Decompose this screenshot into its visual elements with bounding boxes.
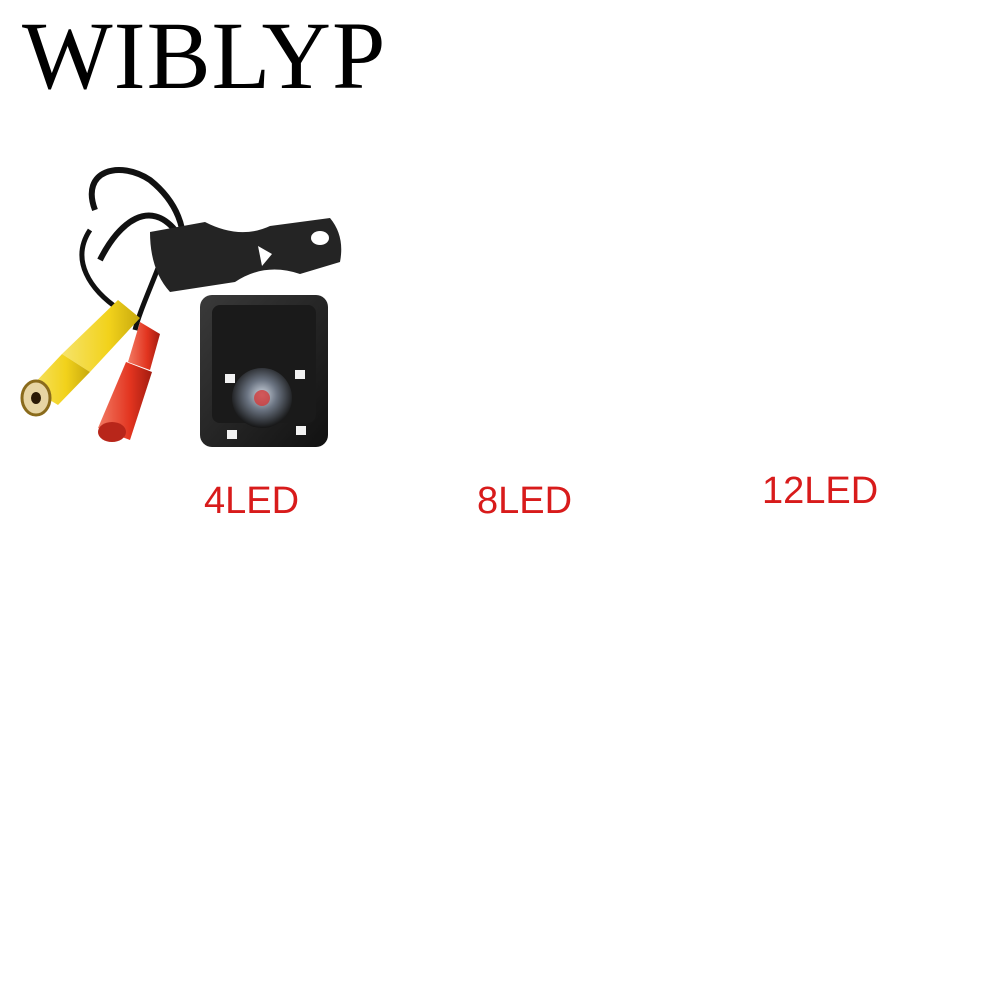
label-8led: 8LED bbox=[477, 480, 573, 522]
label-4led: 4LED bbox=[204, 480, 300, 522]
label-12led: 12LED bbox=[762, 470, 879, 512]
camera-4led bbox=[20, 167, 342, 447]
brand-logo: WIBLYP bbox=[22, 2, 387, 109]
